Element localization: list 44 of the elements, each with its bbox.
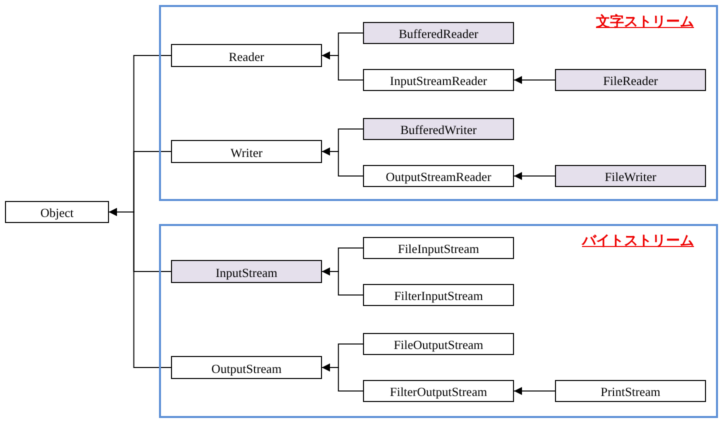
class-name: Reader bbox=[228, 50, 264, 64]
class-box bbox=[363, 237, 514, 259]
class-name: BufferedWriter bbox=[400, 123, 477, 138]
class-name: FileReader bbox=[603, 74, 658, 89]
class-box bbox=[363, 380, 514, 402]
class-name: Writer bbox=[230, 146, 263, 160]
class-box bbox=[555, 380, 706, 402]
class-box bbox=[171, 140, 322, 163]
class-box bbox=[363, 165, 514, 187]
class-box bbox=[363, 118, 514, 140]
class-box bbox=[171, 44, 322, 67]
class-box bbox=[363, 69, 514, 91]
class-name: FileInputStream bbox=[398, 242, 480, 257]
group-panel bbox=[159, 224, 718, 418]
inheritance-arrow bbox=[322, 148, 364, 176]
class-name: OutputStream bbox=[211, 362, 282, 376]
inheritance-arrow bbox=[108, 208, 172, 368]
class-box bbox=[363, 284, 514, 306]
group-heading: 文字ストリーム bbox=[596, 13, 694, 31]
inheritance-arrow bbox=[514, 76, 556, 84]
class-name: PrintStream bbox=[600, 385, 660, 400]
inheritance-arrow bbox=[322, 268, 364, 296]
class-box bbox=[363, 22, 514, 44]
group-panel bbox=[159, 5, 718, 201]
class-box bbox=[363, 333, 514, 355]
class-name: BufferedReader bbox=[398, 27, 478, 42]
inheritance-arrow bbox=[322, 52, 364, 80]
class-name: InputStreamReader bbox=[390, 74, 488, 89]
class-box bbox=[171, 260, 322, 283]
class-name: FileWriter bbox=[604, 170, 656, 185]
class-box bbox=[5, 201, 109, 223]
class-box bbox=[555, 69, 706, 91]
class-name: FilterOutputStream bbox=[390, 385, 488, 400]
inheritance-arrow bbox=[322, 364, 364, 392]
class-name: InputStream bbox=[216, 266, 278, 280]
inheritance-arrow bbox=[514, 172, 556, 180]
class-box bbox=[555, 165, 706, 187]
class-box bbox=[171, 356, 322, 379]
class-name: FileOutputStream bbox=[394, 338, 484, 353]
inheritance-arrow bbox=[514, 387, 556, 395]
group-heading: バイトストリーム bbox=[582, 232, 694, 250]
class-name: FilterInputStream bbox=[394, 289, 483, 304]
class-name: Object bbox=[40, 206, 74, 221]
class-name: OutputStreamReader bbox=[386, 170, 492, 185]
